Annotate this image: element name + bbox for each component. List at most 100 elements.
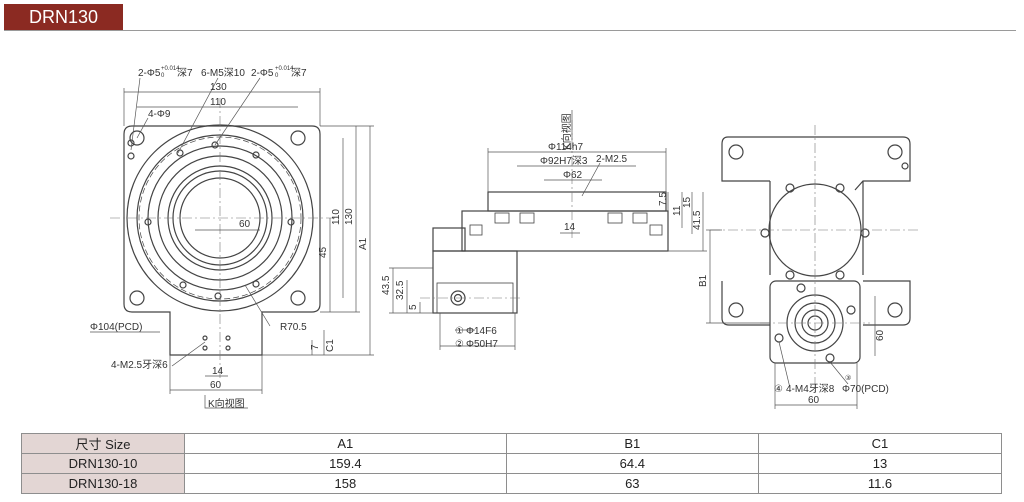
leader-holes-b bbox=[214, 77, 261, 146]
label-dim-75: 7.5 bbox=[658, 192, 669, 206]
leader-rear-pcd bbox=[829, 361, 849, 385]
dowel-hole-2 bbox=[127, 139, 135, 147]
label-tapped: 6-M5深10 bbox=[201, 67, 245, 79]
label-hole4: 4-Φ9 bbox=[148, 109, 171, 120]
label-holes-a-tol: +0.014 bbox=[161, 66, 180, 72]
mount-hole-8 bbox=[252, 280, 260, 288]
label-dim-130: 130 bbox=[344, 208, 355, 225]
label-m25: 2-M2.5 bbox=[596, 154, 628, 165]
corner-hole-tl bbox=[129, 130, 145, 146]
label-d114: Φ114h7 bbox=[548, 142, 583, 153]
cell-c1: 13 bbox=[757, 453, 1003, 474]
rear-motor-bolt-1 bbox=[796, 283, 806, 293]
front-view-outline bbox=[123, 125, 321, 356]
rear-outline-mid bbox=[769, 181, 864, 275]
side-hole-4 bbox=[632, 212, 648, 224]
front-view-labels: 2-Φ5 +0.014 0 深7 6-M5深10 2-Φ5 +0.014 0 深… bbox=[90, 66, 369, 410]
label-n2: ② bbox=[455, 339, 464, 350]
label-holes-b-tol2: 0 bbox=[275, 73, 279, 79]
corner-hole-br bbox=[290, 290, 306, 306]
rear-view bbox=[706, 125, 920, 409]
rear-corner-hole-tl bbox=[728, 144, 744, 160]
mount-hole-7 bbox=[214, 292, 222, 300]
label-radius: R70.5 bbox=[280, 322, 307, 333]
label-pcd: Φ104(PCD) bbox=[90, 322, 142, 333]
label-thread: 4-M2.5牙深6 bbox=[111, 359, 168, 371]
label-dim-5: 5 bbox=[408, 304, 419, 310]
label-holes-b-tol: +0.014 bbox=[275, 66, 294, 72]
label-d62: Φ62 bbox=[563, 170, 583, 181]
cell-c1: 11.6 bbox=[757, 473, 1003, 494]
mount-hole-5 bbox=[287, 218, 295, 226]
side-hole-2 bbox=[519, 212, 535, 224]
label-dim-60h: 60 bbox=[808, 395, 820, 406]
header-size: 尺寸 Size bbox=[21, 433, 185, 454]
front-view bbox=[90, 77, 374, 409]
label-n1: ① bbox=[455, 326, 464, 337]
label-k-view-side: K向视图 bbox=[560, 113, 573, 150]
rear-dot-hole bbox=[901, 162, 909, 170]
label-dim-110: 110 bbox=[331, 209, 342, 225]
cell-a1: 158 bbox=[184, 473, 507, 494]
label-shaft2: Φ50H7 bbox=[466, 339, 498, 350]
side-flange-top bbox=[487, 191, 667, 212]
label-k-view: K向视图 bbox=[208, 397, 245, 410]
dowel-hole-1 bbox=[127, 152, 135, 160]
label-width-outer: 130 bbox=[210, 82, 227, 93]
spec-table: 尺寸 Size A1 B1 C1 DRN130-10 159.4 64.4 13… bbox=[21, 433, 1003, 494]
label-n3: ③ bbox=[845, 374, 851, 382]
leader-rear-thread bbox=[778, 341, 791, 389]
mount-hole-6 bbox=[179, 281, 187, 289]
label-rear-pcd: Φ70(PCD) bbox=[842, 384, 889, 395]
rear-bolt-1 bbox=[785, 183, 795, 193]
label-dim-c1: C1 bbox=[325, 339, 336, 352]
row-model: DRN130-18 bbox=[21, 473, 185, 494]
label-dim-a1: A1 bbox=[358, 237, 369, 250]
side-motor-block bbox=[432, 250, 518, 314]
cell-a1: 159.4 bbox=[184, 453, 507, 474]
label-dim-45: 45 bbox=[318, 246, 329, 258]
tab-hole-3 bbox=[202, 345, 208, 351]
label-dim-b1: B1 bbox=[698, 274, 709, 287]
side-hole-3 bbox=[607, 212, 623, 224]
table-row: DRN130-18 158 63 11.6 bbox=[21, 473, 1003, 494]
k-arrow bbox=[204, 395, 248, 409]
row-model: DRN130-10 bbox=[21, 453, 185, 474]
rear-outline-top bbox=[721, 136, 911, 191]
label-dim-60v: 60 bbox=[875, 329, 886, 341]
leader-tapped bbox=[177, 77, 219, 154]
corner-hole-bl bbox=[129, 290, 145, 306]
leader-hole4 bbox=[136, 117, 149, 139]
label-dim-15: 15 bbox=[682, 196, 693, 208]
rear-view-labels: B1 60 ③ ④ 4-M4牙深8 Φ70(PCD) 60 bbox=[698, 274, 889, 406]
side-hole-1 bbox=[494, 212, 510, 224]
side-view bbox=[389, 110, 707, 350]
leader-thread bbox=[171, 341, 206, 367]
header-a1: A1 bbox=[184, 433, 507, 454]
mount-hole-2 bbox=[211, 141, 219, 149]
leader-holes-a bbox=[130, 77, 141, 151]
cell-b1: 64.4 bbox=[505, 453, 759, 474]
label-rear-thread: 4-M4牙深8 bbox=[786, 383, 835, 395]
table-header-row: 尺寸 Size A1 B1 C1 bbox=[21, 433, 1003, 454]
rear-motor-bolt-2 bbox=[846, 305, 856, 315]
label-dim-11: 11 bbox=[672, 205, 683, 216]
rear-motor-bolt-3 bbox=[774, 333, 784, 343]
rear-corner-hole-br bbox=[887, 302, 903, 318]
title-rule bbox=[4, 30, 1016, 31]
side-body bbox=[461, 210, 669, 252]
mount-hole-3 bbox=[252, 151, 260, 159]
side-view-labels: K向视图 Φ114h7 Φ92H7深3 2-M2.5 Φ62 7.5 11 15… bbox=[381, 113, 703, 350]
table-row: DRN130-10 159.4 64.4 13 bbox=[21, 453, 1003, 474]
mount-hole-4 bbox=[144, 218, 152, 226]
label-n4: ④ bbox=[774, 384, 783, 395]
rear-bolt-2 bbox=[835, 183, 845, 193]
label-holes-b: 2-Φ5 bbox=[251, 68, 274, 79]
label-center-60: 60 bbox=[239, 219, 251, 230]
corner-hole-tr bbox=[290, 130, 306, 146]
header-c1: C1 bbox=[757, 433, 1003, 454]
rear-bolt-3 bbox=[760, 228, 770, 238]
tab-hole-1 bbox=[202, 335, 208, 341]
label-holes-a-tol2: 0 bbox=[161, 73, 165, 79]
label-dim-60: 60 bbox=[210, 380, 222, 391]
